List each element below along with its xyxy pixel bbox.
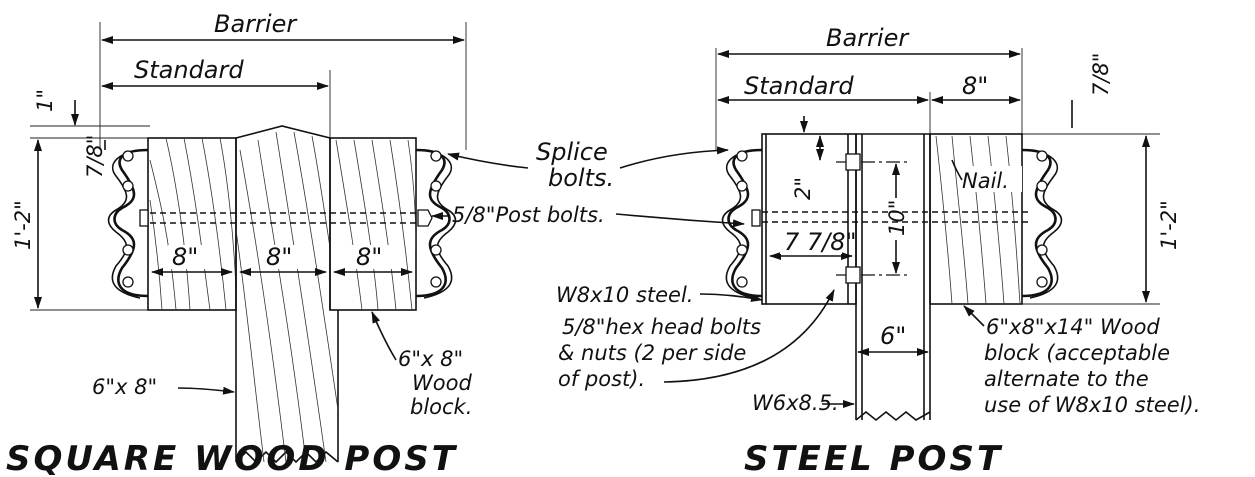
dim-8-post: 8" (266, 243, 292, 271)
dim-height: 1'-2" (11, 200, 35, 250)
label-bg (882, 198, 908, 240)
splice-label-1: Splice (536, 138, 608, 166)
left-w-beam (113, 148, 149, 298)
label-bg (168, 245, 210, 269)
label-bg (960, 166, 1022, 192)
steel-dim-7-8: 7/8" (1089, 53, 1113, 96)
right-w-beam (415, 148, 451, 298)
right-wood-block (329, 137, 417, 311)
splice-bolt-icon (122, 244, 134, 256)
post-top-outline (235, 125, 331, 310)
steel-dim-2: 2" (791, 177, 815, 200)
dim-7-8: 7/8" (83, 135, 107, 178)
block-alt-leader (963, 305, 985, 327)
steel-left-w-beam (727, 148, 763, 298)
splice-bolt-icon (430, 180, 442, 192)
steel-dim-10: 10" (885, 200, 909, 236)
block-word-label: Wood (412, 371, 472, 395)
splice-bolt-icon (736, 244, 748, 256)
hex-label-1: 5/8"hex head bolts (562, 315, 761, 339)
dim-8-left: 8" (172, 243, 198, 271)
left-w-beam-inner (107, 149, 141, 299)
left-wood-block (147, 137, 237, 311)
hex-bolt-icon (845, 153, 861, 171)
post-bolts-label: 5/8"Post bolts. (452, 203, 605, 227)
splice-leader-left (447, 152, 529, 169)
post-bolt-head-icon (139, 209, 149, 227)
post-bolt-nut-icon (417, 209, 433, 227)
splice-bolt-icon (1036, 150, 1048, 162)
label-bg (780, 228, 842, 254)
splice-bolt-icon (1036, 180, 1048, 192)
steel-right-w-beam-inner (1029, 149, 1063, 299)
splice-bolt-icon (1036, 276, 1048, 288)
block-alt-1: 6"x8"x14" Wood (986, 315, 1160, 339)
steel-dim-8: 8" (962, 72, 988, 100)
post-size-label: 6"x 8" (92, 375, 157, 399)
nail-label: Nail. (962, 169, 1009, 193)
post-size-leader (177, 386, 235, 395)
right-w-beam-inner (423, 149, 457, 299)
w8x10-steel-block (761, 133, 857, 305)
w8-leader (699, 293, 763, 302)
w8-label: W8x10 steel. (556, 283, 693, 307)
block-alt-2: block (acceptable (984, 341, 1170, 365)
block-word2-label: block. (410, 395, 472, 419)
splice-label-2: bolts. (548, 164, 614, 192)
steel-left-w-beam-inner (721, 149, 755, 299)
barrier-label: Barrier (214, 10, 298, 38)
block-size-label: 6"x 8" (398, 347, 463, 371)
wood-post-title: SQUARE WOOD POST (6, 439, 458, 477)
hex-bolt-icon (845, 266, 861, 284)
splice-bolt-icon (430, 150, 442, 162)
steel-post-title: STEEL POST (744, 439, 1003, 477)
steel-dim-7-7-8: 7 7/8" (784, 228, 857, 256)
splice-bolt-icon (736, 150, 748, 162)
label-bg (352, 245, 394, 269)
splice-bolt-icon (736, 180, 748, 192)
steel-standard-label: Standard (744, 72, 854, 100)
wood-block-alt (929, 133, 1023, 305)
w6-break-line (855, 410, 931, 422)
post-break-line (235, 450, 339, 464)
block-alt-4: use of W8x10 steel). (984, 393, 1200, 417)
post-bolt-head-icon (751, 209, 761, 227)
dim-1-inch: 1" (33, 89, 57, 112)
splice-bolt-icon (1036, 244, 1048, 256)
steel-post-detail: Barrier Standard 8" 7/8" 1'-2" 2" (556, 24, 1200, 477)
splice-bolt-icon (122, 180, 134, 192)
splice-bolt-icon (430, 276, 442, 288)
label-bg (262, 245, 304, 269)
steel-dim-height: 1'-2" (1157, 200, 1181, 250)
splice-bolt-icon (430, 244, 442, 256)
square-wood-post-detail: Barrier Standard 1" 7/8" 1'-2" (6, 10, 472, 477)
hex-label-3: of post). (558, 367, 645, 391)
splice-bolt-icon (736, 276, 748, 288)
dim-8-right: 8" (356, 243, 382, 271)
standard-label: Standard (134, 56, 244, 84)
hex-leader (663, 289, 835, 383)
nail-leader (951, 159, 963, 181)
steel-dim-6: 6" (880, 322, 906, 350)
shared-callouts: Splice bolts. 5/8"Post bolts. (431, 138, 745, 228)
splice-leader-right (619, 146, 729, 169)
steel-right-w-beam (1021, 148, 1057, 298)
steel-barrier-label: Barrier (826, 24, 910, 52)
block-alt-3: alternate to the (984, 367, 1149, 391)
w6-label: W6x8.5. (752, 391, 839, 415)
hex-label-2: & nuts (2 per side (558, 341, 746, 365)
block-leader (371, 311, 397, 361)
splice-bolt-icon (122, 150, 134, 162)
splice-bolt-icon (122, 276, 134, 288)
